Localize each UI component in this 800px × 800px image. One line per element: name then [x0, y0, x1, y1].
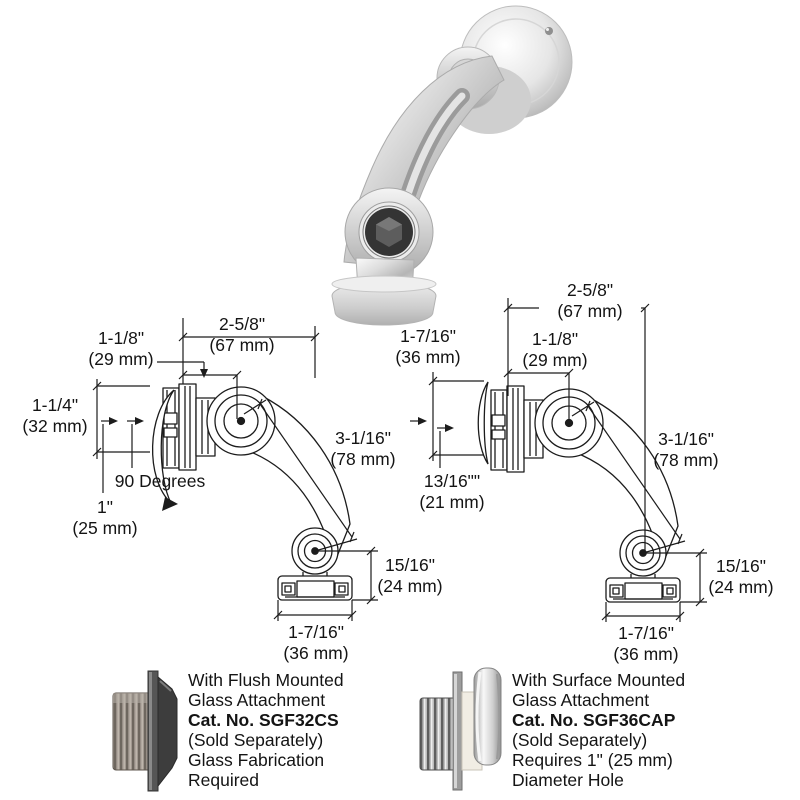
flush-attachment-photo [112, 670, 178, 792]
dim-label-right-flange-diameter: 1-7/16" (36 mm) [368, 326, 488, 368]
surface-attachment-photo [419, 667, 502, 791]
callout-line: With Surface Mounted [512, 670, 686, 690]
dim-inches: 1-7/16" [618, 623, 674, 643]
catalog-number: Cat. No. SGF32CS [188, 710, 339, 730]
callout-line: (Sold Separately) [188, 730, 324, 750]
dim-inches: 1-7/16" [288, 622, 344, 642]
dim-mm: (24 mm) [708, 577, 774, 597]
dim-label-left-foot-width: 1-7/16" (36 mm) [256, 622, 376, 664]
surface-attachment-callout: With Surface Mounted Glass Attachment Ca… [512, 670, 685, 790]
dim-mm: (78 mm) [653, 450, 719, 470]
dim-mm: (29 mm) [522, 350, 588, 370]
dim-label-left-stem-length: 1" (25 mm) [45, 497, 165, 539]
dim-label-right-foot-height: 15/16" (24 mm) [681, 556, 800, 598]
dim-label-left-arm-length: 3-1/16" (78 mm) [303, 428, 423, 470]
dim-mm: (25 mm) [72, 518, 138, 538]
dim-label-left-hub-offset: 1-1/8" (29 mm) [61, 328, 181, 370]
dim-mm: (67 mm) [209, 335, 275, 355]
dim-mm: (29 mm) [88, 349, 154, 369]
dim-inches: 1-1/8" [531, 329, 579, 349]
callout-line: Diameter Hole [512, 770, 624, 790]
dim-label-left-flange-diameter: 1-1/4" (32 mm) [0, 395, 115, 437]
dim-label-left-overall-depth: 2-5/8" (67 mm) [182, 314, 302, 356]
flush-attachment-callout: With Flush Mounted Glass Attachment Cat.… [188, 670, 344, 790]
callout-line: With Flush Mounted [188, 670, 344, 690]
left-dimension-lines [92, 318, 378, 621]
dim-inches: 2-5/8" [218, 314, 266, 334]
dim-inches: 15/16" [384, 555, 435, 575]
dim-inches: 15/16" [715, 556, 766, 576]
dim-inches: 2-5/8" [566, 280, 614, 300]
dim-inches: 1-7/16" [400, 326, 456, 346]
dim-label-right-hub-offset: 1-1/8" (29 mm) [495, 329, 615, 371]
dim-mm: (21 mm) [419, 492, 485, 512]
dim-label-right-foot-width: 1-7/16" (36 mm) [586, 623, 706, 665]
callout-line: (Sold Separately) [512, 730, 648, 750]
dim-inches: 3-1/16" [335, 428, 391, 448]
dim-label-swivel-range: 90 Degrees [100, 471, 220, 492]
dim-mm: (36 mm) [283, 643, 349, 663]
callout-line: Glass Fabrication [188, 750, 325, 770]
dim-label-left-foot-height: 15/16" (24 mm) [350, 555, 470, 597]
right-diagram-lineart [477, 381, 681, 603]
callout-line: Required [188, 770, 260, 790]
dim-mm: (78 mm) [330, 449, 396, 469]
dim-mm: (36 mm) [613, 644, 679, 664]
dim-label-right-overall-depth: 2-5/8" (67 mm) [530, 280, 650, 322]
dim-inches: 1-1/4" [31, 395, 79, 415]
callout-line: Glass Attachment [188, 690, 326, 710]
dim-inches: 1" [97, 497, 113, 517]
dim-mm: (36 mm) [395, 347, 461, 367]
catalog-number: Cat. No. SGF36CAP [512, 710, 676, 730]
dim-inches: 13/16"" [423, 471, 481, 491]
hero-product-photo [331, 5, 573, 326]
dim-mm: (32 mm) [22, 416, 88, 436]
dim-inches: 3-1/16" [658, 429, 714, 449]
dim-label-right-arm-length: 3-1/16" (78 mm) [626, 429, 746, 471]
dim-mm: (24 mm) [377, 576, 443, 596]
left-diagram-lineart [151, 383, 353, 601]
callout-line: Requires 1" (25 mm) [512, 750, 673, 770]
dim-label-right-stem-length: 13/16"" (21 mm) [392, 471, 512, 513]
dim-degrees: 90 Degrees [114, 471, 206, 491]
right-dimension-lines [410, 298, 707, 622]
dim-mm: (67 mm) [557, 301, 623, 321]
callout-line: Glass Attachment [512, 690, 650, 710]
dim-inches: 1-1/8" [97, 328, 145, 348]
